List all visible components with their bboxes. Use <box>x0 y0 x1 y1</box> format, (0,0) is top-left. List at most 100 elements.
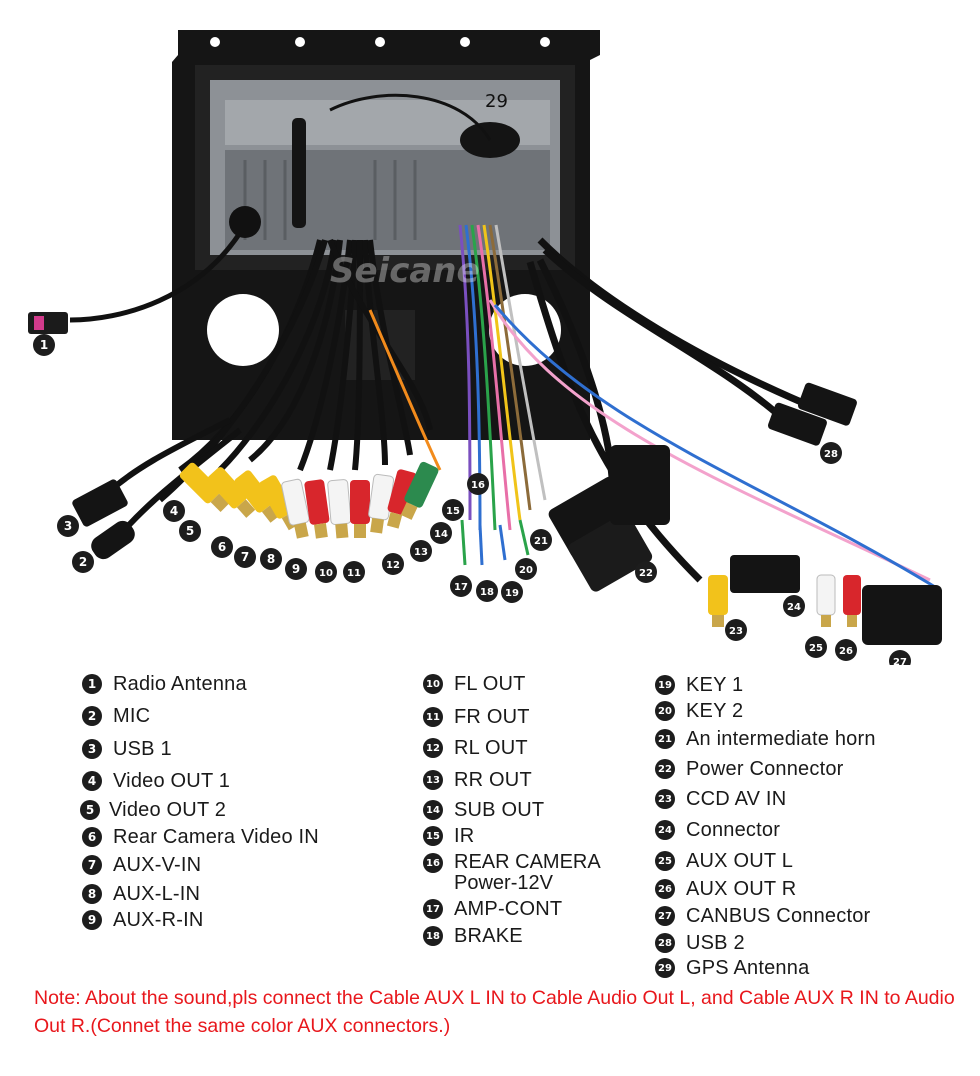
legend-label: FR OUT <box>454 705 530 728</box>
legend-number-badge: 23 <box>655 789 675 809</box>
wiring-harness-photo: Seicane 29 1 2 3 4 5 6 7 8 9 10 11 12 13… <box>28 30 942 665</box>
svg-text:27: 27 <box>893 657 907 665</box>
legend-label: IR <box>454 824 475 847</box>
legend-number-badge: 18 <box>423 926 443 946</box>
callout-29-label: 29 <box>485 91 508 112</box>
legend-item-connector: 24 Connector <box>655 818 780 842</box>
watermark: Seicane <box>330 251 480 291</box>
legend-item-radio-antenna: 1 Radio Antenna <box>82 672 247 696</box>
legend-number-badge: 6 <box>82 827 102 847</box>
legend-label: KEY 2 <box>686 699 744 722</box>
callout-4: 4 <box>163 500 185 522</box>
legend-label: USB 1 <box>113 737 172 760</box>
callout-11: 11 <box>343 561 365 583</box>
svg-text:7: 7 <box>241 550 249 564</box>
legend-number-badge: 4 <box>82 771 102 791</box>
legend-number-badge: 13 <box>423 770 443 790</box>
callout-18: 18 <box>476 580 498 602</box>
legend-number-badge: 5 <box>80 800 100 820</box>
legend-number-badge: 25 <box>655 851 675 871</box>
svg-text:14: 14 <box>434 529 448 540</box>
legend-item-intermediate-horn: 21 An intermediate horn <box>655 727 876 751</box>
svg-text:5: 5 <box>186 524 194 538</box>
legend-label-line2: Power-12V <box>454 872 553 894</box>
legend-item-aux-v-in: 7 AUX-V-IN <box>82 853 201 877</box>
legend-label: KEY 1 <box>686 673 744 696</box>
usb2-plug <box>797 382 857 426</box>
callout-15: 15 <box>442 499 464 521</box>
callout-16: 16 <box>467 473 489 495</box>
legend-item-aux-out-l: 25 AUX OUT L <box>655 849 793 873</box>
legend-label: AUX-V-IN <box>113 853 202 876</box>
legend-item-key2: 20 KEY 2 <box>655 699 743 723</box>
legend-number-badge: 20 <box>655 701 675 721</box>
legend-item-ccd-av-in: 23 CCD AV IN <box>655 787 786 811</box>
legend-label: Radio Antenna <box>113 672 247 695</box>
legend-number-badge: 11 <box>423 707 443 727</box>
svg-text:9: 9 <box>292 562 300 576</box>
svg-text:6: 6 <box>218 540 226 554</box>
legend-number-badge: 10 <box>423 674 443 694</box>
svg-text:11: 11 <box>347 568 361 579</box>
callout-26: 26 <box>835 639 857 661</box>
callout-1: 1 <box>33 334 55 356</box>
callout-10: 10 <box>315 561 337 583</box>
mic-plug <box>91 520 135 560</box>
legend-number-badge: 7 <box>82 855 102 875</box>
svg-text:4: 4 <box>170 504 178 518</box>
legend-label: AUX OUT L <box>686 849 794 872</box>
callout-23: 23 <box>725 619 747 641</box>
legend-item-rl-out: 12 RL OUT <box>423 736 528 760</box>
connector-24 <box>730 555 800 593</box>
legend-number-badge: 28 <box>655 933 675 953</box>
legend-number-badge: 14 <box>423 800 443 820</box>
callout-12: 12 <box>382 553 404 575</box>
legend-item-sub-out: 14 SUB OUT <box>423 798 544 822</box>
legend-label: An intermediate horn <box>686 727 876 750</box>
callout-6: 6 <box>211 536 233 558</box>
svg-text:17: 17 <box>454 582 468 593</box>
legend-item-video-out-2: 5 Video OUT 2 <box>80 798 226 822</box>
svg-text:2: 2 <box>79 555 87 569</box>
svg-text:21: 21 <box>534 536 548 547</box>
usb1-plug <box>72 479 128 527</box>
legend-label: CANBUS Connector <box>686 904 871 927</box>
svg-text:1: 1 <box>40 338 48 352</box>
svg-text:19: 19 <box>505 588 519 599</box>
svg-text:28: 28 <box>824 449 838 460</box>
legend-label: Video OUT 2 <box>109 798 227 821</box>
sound-connection-note: Note: About the sound,pls connect the Ca… <box>34 987 955 1037</box>
svg-text:8: 8 <box>267 552 275 566</box>
legend-label: MIC <box>113 704 151 727</box>
legend-item-fl-out: 10 FL OUT <box>423 672 526 696</box>
legend-label: RL OUT <box>454 736 528 759</box>
legend-item-rr-out: 13 RR OUT <box>423 768 532 792</box>
legend-item-rear-camera-power: 16 REAR CAMERA Power-12V <box>423 852 601 896</box>
legend-item-power-connector: 22 Power Connector <box>655 757 844 781</box>
legend-label: Video OUT 1 <box>113 769 231 792</box>
callout-9: 9 <box>285 558 307 580</box>
svg-text:23: 23 <box>729 626 743 637</box>
legend-label: RR OUT <box>454 768 532 791</box>
legend-label: AMP-CONT <box>454 897 563 920</box>
svg-text:18: 18 <box>480 587 494 598</box>
svg-text:16: 16 <box>471 480 485 491</box>
svg-text:10: 10 <box>319 568 333 579</box>
callout-17: 17 <box>450 575 472 597</box>
callout-28: 28 <box>820 442 842 464</box>
legend-number-badge: 16 <box>423 853 443 873</box>
legend-item-key1: 19 KEY 1 <box>655 673 743 697</box>
legend-label: AUX-L-IN <box>113 882 201 905</box>
legend-label: SUB OUT <box>454 798 545 821</box>
svg-text:13: 13 <box>414 547 428 558</box>
callout-19: 19 <box>501 581 523 603</box>
legend-item-video-out-1: 4 Video OUT 1 <box>82 769 230 793</box>
legend-label: USB 2 <box>686 931 745 954</box>
callout-20: 20 <box>515 558 537 580</box>
svg-text:3: 3 <box>64 519 72 533</box>
legend-label: GPS Antenna <box>686 956 810 979</box>
legend-label: Rear Camera Video IN <box>113 825 319 848</box>
callout-25: 25 <box>805 636 827 658</box>
legend-label: REAR CAMERA <box>454 851 601 873</box>
vent-hole-left <box>207 294 279 366</box>
